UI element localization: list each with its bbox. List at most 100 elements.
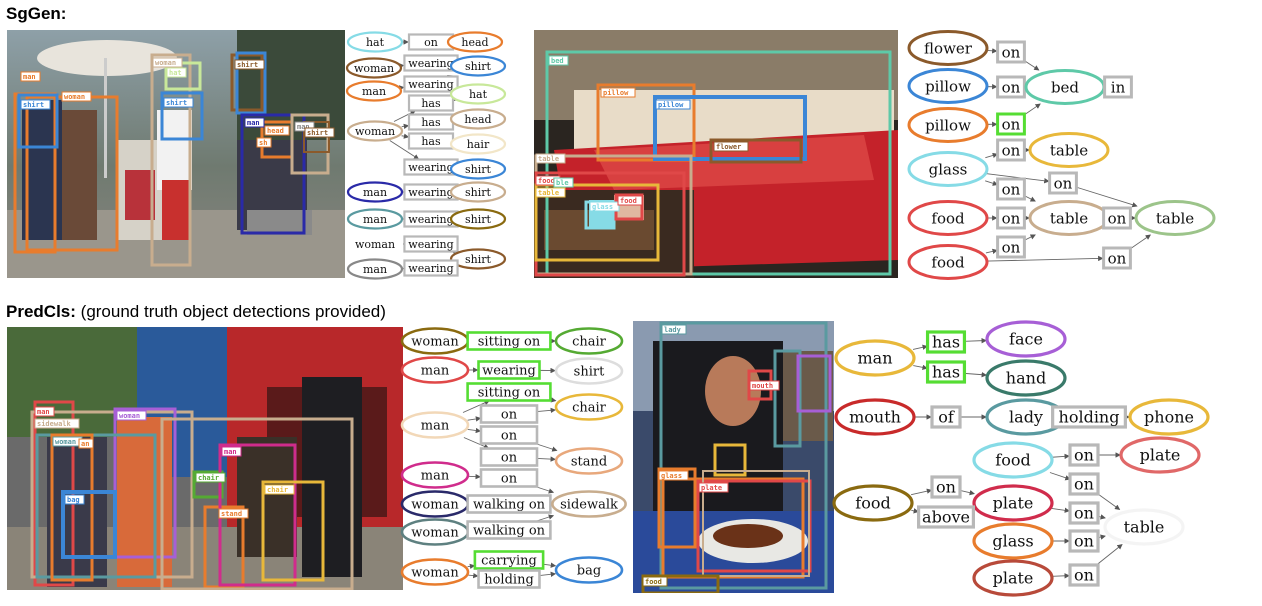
svg-text:on: on: [1074, 532, 1094, 551]
svg-text:on: on: [501, 429, 518, 444]
box-label-chair: chair: [195, 472, 226, 483]
svg-text:sidewalk: sidewalk: [560, 498, 618, 513]
svg-text:on: on: [1002, 43, 1021, 61]
object-node-man: man: [345, 80, 403, 102]
object-node-chair: chair: [554, 327, 624, 355]
svg-text:table: table: [538, 189, 559, 197]
graph-edge: [1051, 507, 1071, 513]
object-node-plate: plate: [972, 484, 1054, 522]
box-label-shirt: shirt: [20, 99, 51, 110]
svg-text:on: on: [424, 36, 438, 49]
object-node-woman: woman: [400, 558, 470, 586]
graph-edge: [985, 152, 999, 159]
relation-node-on: on: [996, 75, 1026, 99]
box-label-sidewalk: sidewalk: [34, 418, 80, 429]
relation-node-on: on: [1068, 529, 1100, 553]
graph-edge: [401, 123, 410, 130]
relation-node-wearing: wearing: [403, 235, 459, 253]
svg-text:shirt: shirt: [166, 99, 187, 107]
box-label-an: an: [78, 438, 94, 449]
relation-node-holding: holding: [1051, 405, 1127, 429]
relation-node-on: on: [996, 112, 1026, 136]
svg-text:walking on: walking on: [473, 498, 546, 513]
box-label-sh: sh: [256, 137, 272, 148]
object-node-shirt: shirt: [449, 248, 507, 270]
box-label-pillow: pillow: [600, 87, 636, 98]
graph-edge: [393, 110, 416, 122]
object-node-stand: stand: [554, 447, 624, 475]
svg-text:man: man: [247, 119, 260, 127]
object-node-bag: bag: [554, 556, 624, 584]
graph-edge: [535, 443, 558, 452]
svg-text:on: on: [1054, 174, 1073, 192]
svg-text:holding: holding: [1059, 408, 1120, 427]
svg-text:pillow: pillow: [925, 77, 971, 95]
svg-text:man: man: [362, 85, 386, 98]
object-node-hair: hair: [449, 133, 507, 155]
svg-text:food: food: [931, 209, 965, 227]
relation-node-on: on: [1102, 246, 1132, 270]
graph-edge: [1075, 186, 1138, 208]
predcls-title: PredCls: (ground truth object detections…: [6, 302, 386, 322]
graph-edge: [913, 364, 928, 371]
svg-text:shirt: shirt: [465, 163, 492, 176]
relation-node-on: on: [479, 404, 539, 424]
svg-text:an: an: [81, 440, 89, 448]
graph-edge: [959, 489, 975, 496]
box-label-shirt: shirt: [234, 59, 265, 70]
svg-text:mouth: mouth: [752, 382, 773, 390]
object-node-table: table: [1028, 132, 1110, 168]
object-node-glass: glass: [972, 522, 1054, 560]
svg-text:wearing: wearing: [408, 186, 453, 199]
relation-node-on: on: [479, 468, 539, 488]
svg-text:head: head: [464, 113, 491, 126]
relation-node-has: has: [925, 330, 967, 354]
relation-node-on: on: [479, 447, 539, 467]
svg-text:on: on: [1002, 180, 1021, 198]
svg-text:plate: plate: [1140, 446, 1181, 465]
svg-text:woman: woman: [411, 335, 459, 350]
svg-text:chair: chair: [267, 486, 288, 494]
svg-text:man: man: [224, 448, 237, 456]
graph-edge: [912, 344, 928, 350]
relation-node-sitting-on: sitting on: [466, 382, 552, 402]
object-node-pillow: pillow: [907, 68, 989, 104]
svg-text:woman: woman: [55, 438, 76, 446]
svg-text:lady: lady: [1009, 408, 1043, 427]
box-label-woman: woman: [152, 57, 183, 68]
object-node-man: man: [346, 258, 404, 280]
relation-node-on: on: [1068, 443, 1100, 467]
graph-edge: [463, 437, 490, 449]
object-node-man: man: [346, 208, 404, 230]
svg-text:bed: bed: [1051, 78, 1079, 96]
svg-text:on: on: [1074, 446, 1094, 465]
relation-node-in: in: [1103, 75, 1133, 99]
object-node-woman: woman: [345, 57, 403, 79]
svg-text:shirt: shirt: [307, 129, 328, 137]
svg-text:food: food: [620, 197, 637, 205]
relation-node-wearing: wearing: [403, 158, 459, 176]
relation-node-has: has: [407, 113, 455, 131]
svg-text:sh: sh: [259, 139, 267, 147]
svg-text:table: table: [1050, 209, 1088, 227]
object-node-shirt: shirt: [449, 55, 507, 77]
svg-text:has: has: [932, 363, 960, 382]
svg-text:woman: woman: [411, 498, 459, 513]
svg-text:carrying: carrying: [481, 554, 537, 569]
box-label-man: man: [34, 406, 55, 417]
svg-text:has: has: [421, 97, 441, 110]
svg-text:man: man: [23, 73, 36, 81]
graph-edge: [542, 562, 557, 568]
svg-text:mouth: mouth: [849, 408, 901, 427]
relation-node-carrying: carrying: [473, 550, 545, 570]
svg-text:on: on: [1002, 238, 1021, 256]
box-label-chair: chair: [264, 484, 295, 495]
object-node-table: table: [1134, 200, 1216, 236]
svg-text:has: has: [421, 116, 441, 129]
object-node-glass: glass: [907, 151, 989, 187]
